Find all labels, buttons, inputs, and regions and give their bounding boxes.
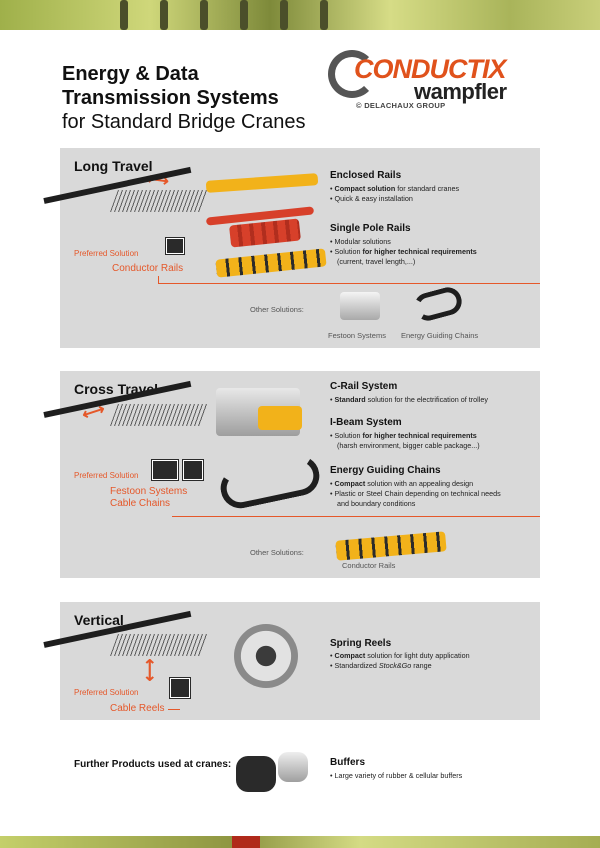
preferred-solution-name: Conductor Rails xyxy=(112,263,184,274)
logo-brand: CONDUCTIX xyxy=(354,54,506,84)
long-travel-title: Long Travel xyxy=(74,158,153,174)
preferred-solution-chains: Cable Chains xyxy=(110,498,171,509)
c-rail-bullets: • Standard solution for the electrificat… xyxy=(330,395,488,404)
preferred-solution-festoon: Festoon Systems xyxy=(110,486,188,497)
preferred-solution-label: Preferred Solution xyxy=(74,471,139,480)
enclosed-rails-heading: Enclosed Rails xyxy=(330,170,402,181)
vertical-title: Vertical xyxy=(74,612,124,628)
c-rail-heading: C-Rail System xyxy=(330,381,398,392)
page-title: Energy & Data Transmission Systems for S… xyxy=(62,62,305,134)
i-beam-bullets: • Solution for higher technical requirem… xyxy=(330,431,480,450)
title-line-3: for Standard Bridge Cranes xyxy=(62,111,306,133)
other-solutions-label: Other Solutions: xyxy=(250,548,304,557)
chains-heading: Energy Guiding Chains xyxy=(330,465,441,476)
spring-reels-bullets: • Compact solution for light duty applic… xyxy=(330,651,470,670)
other-solution-festoon: Festoon Systems xyxy=(328,331,386,340)
cable-reel-icon xyxy=(170,678,190,698)
other-solution-chains: Energy Guiding Chains xyxy=(401,331,479,340)
buffer-white-image xyxy=(278,752,308,782)
enclosed-rails-bullets: • Compact solution for standard cranes •… xyxy=(330,184,460,203)
vertical-arrow-icon: ⟷ xyxy=(140,658,158,682)
i-beam-heading: I-Beam System xyxy=(330,417,402,428)
cable-chain-icon xyxy=(183,460,203,480)
festoon-image xyxy=(340,292,380,320)
single-pole-heading: Single Pole Rails xyxy=(330,223,411,234)
festoon-icon xyxy=(152,460,178,480)
logo-group: © DELACHAUX GROUP xyxy=(356,101,446,110)
buffers-heading: Buffers xyxy=(330,757,366,768)
buffers-bullets: • Large variety of rubber & cellular buf… xyxy=(330,771,463,780)
conductor-rails-icon xyxy=(166,238,184,254)
title-line-2: Transmission Systems xyxy=(62,87,279,109)
chains-bullets: • Compact solution with an appealing des… xyxy=(330,479,501,508)
section-divider xyxy=(158,283,540,284)
further-products-label: Further Products used at cranes: xyxy=(74,759,232,770)
i-beam-trolley-image xyxy=(258,406,302,430)
buffer-black-image xyxy=(236,756,276,792)
section-divider xyxy=(172,516,540,517)
spring-reels-heading: Spring Reels xyxy=(330,638,392,649)
single-pole-bullets: • Modular solutions • Solution for highe… xyxy=(330,237,477,266)
preferred-solution-name: Cable Reels xyxy=(110,703,165,714)
logo-sub: wampfler xyxy=(414,79,507,104)
logo-swirl-icon xyxy=(328,50,376,98)
section-divider xyxy=(168,709,180,710)
other-solution-conductor-rails: Conductor Rails xyxy=(342,561,396,570)
footer-photo-strip xyxy=(0,836,600,848)
preferred-solution-label: Preferred Solution xyxy=(74,688,139,697)
other-solutions-label: Other Solutions: xyxy=(250,305,304,314)
spring-reel-image xyxy=(234,624,298,688)
conductix-logo: CONDUCTIX wampfler © DELACHAUX GROUP xyxy=(328,50,540,110)
header-photo-strip xyxy=(0,0,600,30)
preferred-solution-label: Preferred Solution xyxy=(74,249,139,258)
divider-tick xyxy=(158,276,159,284)
title-line-1: Energy & Data xyxy=(62,63,199,85)
